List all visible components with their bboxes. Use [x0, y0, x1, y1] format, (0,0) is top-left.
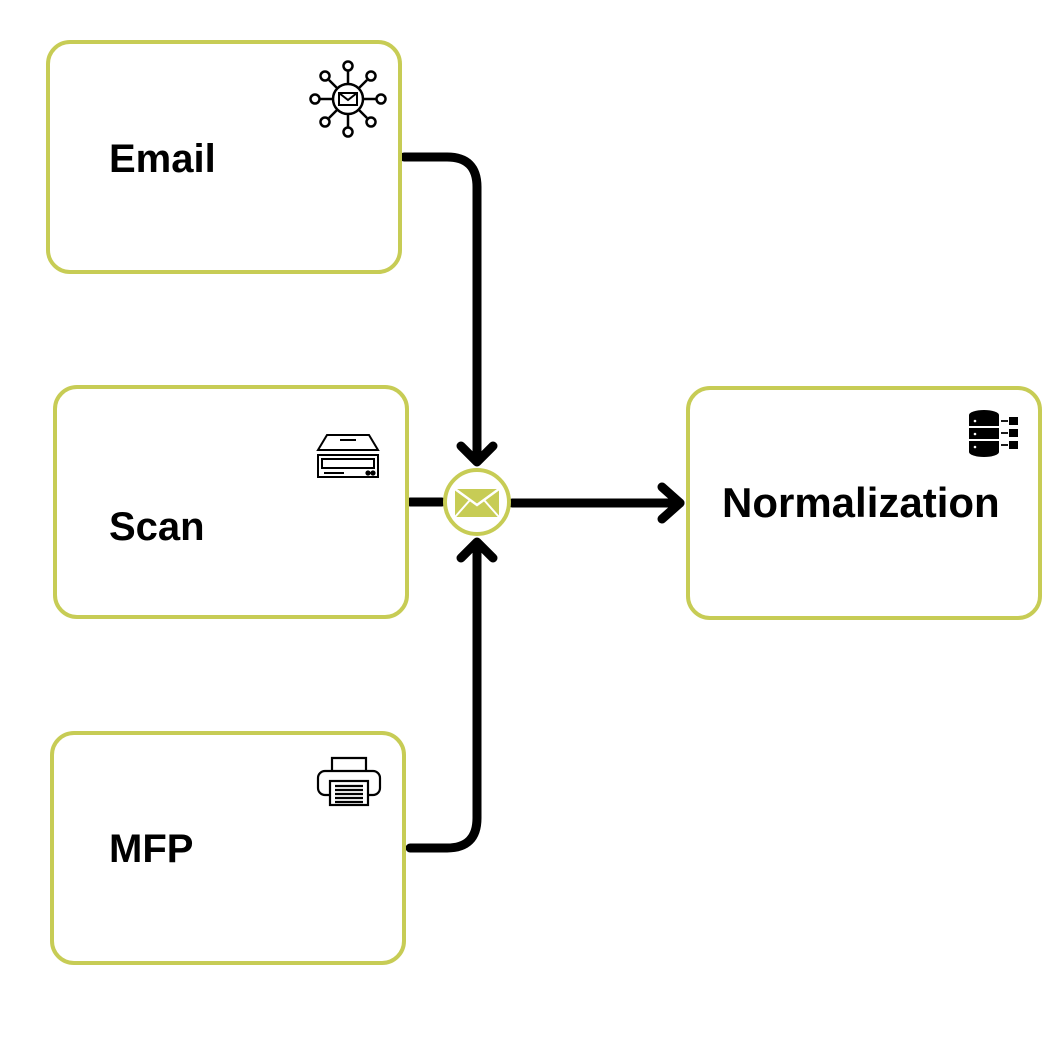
node-normalization-label: Normalization — [722, 479, 1000, 526]
node-normalization-box — [686, 386, 1042, 620]
edge-email-arrowhead — [456, 441, 498, 467]
edge-normalization-arrowhead — [657, 482, 685, 524]
node-email-label: Email — [109, 137, 216, 181]
node-email-box — [46, 40, 402, 274]
node-mfp[interactable]: MFP — [50, 731, 406, 965]
node-normalization[interactable]: Normalization — [686, 386, 1042, 620]
printer-icon — [316, 756, 382, 807]
node-scan[interactable]: Scan — [53, 385, 409, 619]
envelope-icon — [454, 487, 500, 518]
edge-mfp-to-merge — [405, 540, 482, 853]
edge-mfp-arrowhead — [456, 537, 498, 563]
merge-node — [443, 468, 511, 536]
node-mfp-box — [50, 731, 406, 965]
node-mfp-label: MFP — [109, 827, 193, 871]
connectors — [399, 152, 685, 853]
flatbed-scanner-icon — [316, 434, 380, 478]
edge-email-to-merge — [399, 152, 482, 463]
node-scan-box — [53, 385, 409, 619]
database-transfer-icon — [969, 410, 1018, 457]
email-network-icon — [309, 60, 387, 138]
node-email[interactable]: Email — [46, 40, 402, 274]
node-scan-label: Scan — [109, 505, 205, 549]
